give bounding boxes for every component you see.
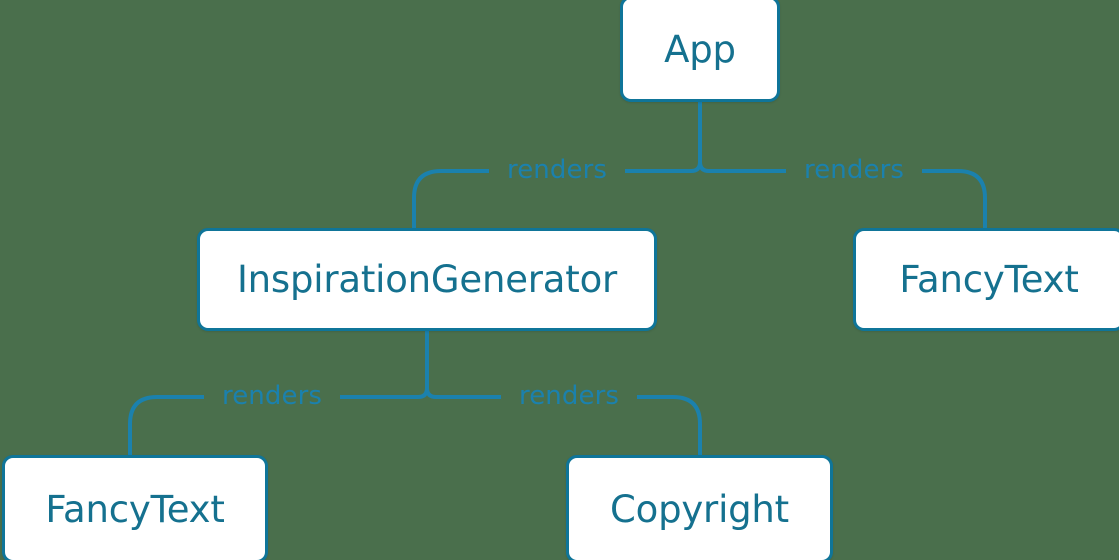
node-inspiration-generator-label: InspirationGenerator xyxy=(236,258,618,301)
edge-label-app-to-fancytext-right: renders xyxy=(803,155,905,185)
edge-label-app-to-inspiration-generator: renders xyxy=(506,155,608,185)
node-copyright-label: Copyright xyxy=(610,487,789,531)
node-fancytext-right[interactable]: FancyText xyxy=(853,228,1119,331)
node-inspiration-generator[interactable]: InspirationGenerator xyxy=(197,228,657,331)
node-fancytext-left[interactable]: FancyText xyxy=(2,455,268,560)
edge-label-inspiration-generator-to-fancytext-left: renders xyxy=(221,381,323,411)
node-fancytext-right-label: FancyText xyxy=(899,258,1079,301)
node-fancytext-left-label: FancyText xyxy=(45,487,225,531)
node-copyright[interactable]: Copyright xyxy=(566,455,833,560)
node-app-label: App xyxy=(664,27,736,71)
node-app[interactable]: App xyxy=(620,0,780,102)
edge-label-inspiration-generator-to-copyright: renders xyxy=(518,381,620,411)
